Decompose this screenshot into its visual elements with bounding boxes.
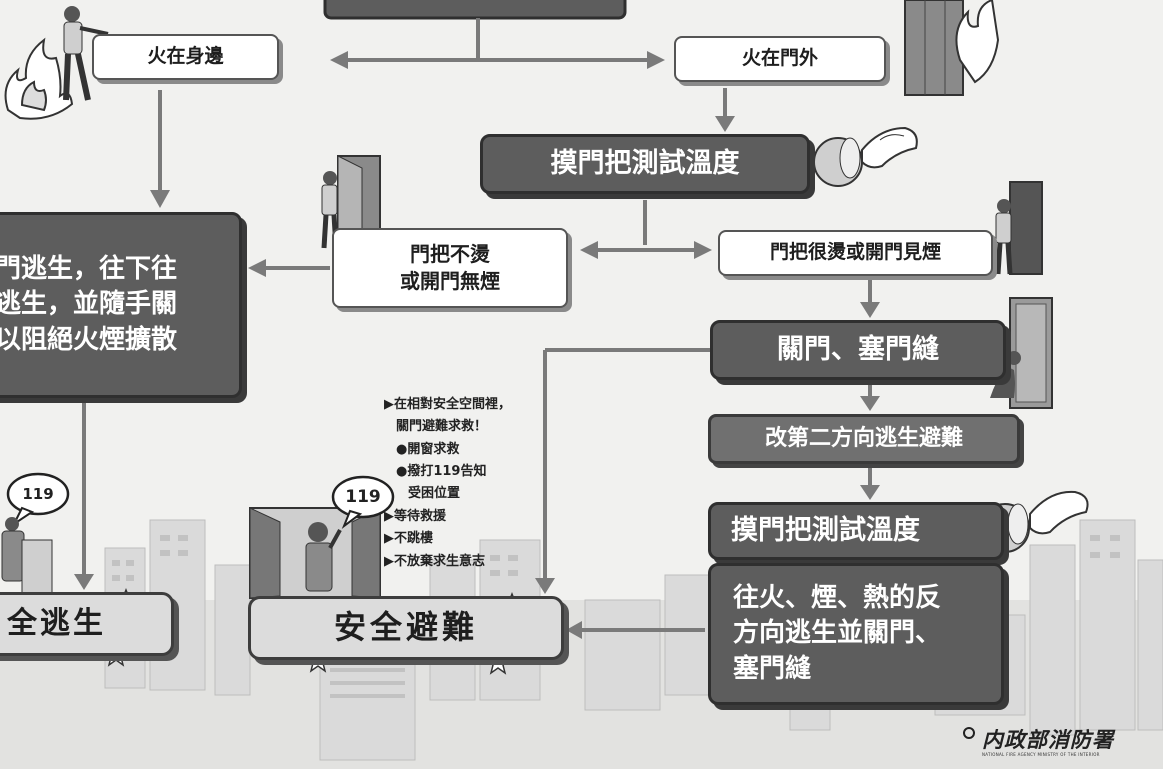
bubble-119-center-text: 119 bbox=[345, 486, 381, 507]
arrow-heads bbox=[74, 51, 880, 639]
node-fire-beside: 火在身邊 bbox=[92, 34, 279, 80]
note-item: ▶不跳樓 bbox=[384, 531, 433, 547]
node-knob-not-hot-line1: 門把不燙 bbox=[410, 242, 490, 266]
agency-logo-name: 内政部消防署 bbox=[982, 727, 1114, 752]
node-knob-hot-text: 門把很燙或開門見煙 bbox=[769, 241, 941, 264]
node-close-door-text: 關門、塞門縫 bbox=[777, 333, 939, 365]
node-fire-outside-door-text: 火在門外 bbox=[741, 47, 818, 70]
node-fire-outside-door: 火在門外 bbox=[674, 36, 886, 82]
node-fire-beside-text: 火在身邊 bbox=[147, 45, 224, 68]
people-icon-left-bottom bbox=[1, 517, 53, 599]
node-safe-refuge-text: 安全避難 bbox=[333, 608, 478, 647]
node-test-door-temp-1: 摸門把測試溫度 bbox=[480, 134, 810, 194]
connectors bbox=[82, 18, 872, 632]
note-item: ▶在相對安全空間裡， bbox=[384, 397, 511, 412]
node-reverse-line2: 方向逃生並關門、 bbox=[733, 618, 942, 649]
node-reverse-direction: 往火、煙、熱的反 方向逃生並關門、 塞門縫 bbox=[708, 563, 1004, 705]
node-reverse-line3: 塞門縫 bbox=[733, 653, 812, 684]
note-item: 受困位置 bbox=[408, 486, 461, 502]
top-partial-box bbox=[323, 0, 627, 20]
person-icon-left bbox=[63, 6, 109, 101]
node-escape-down-line2: 逃生，並隨手關 bbox=[0, 289, 178, 320]
node-safe-escape: 全逃生 bbox=[0, 592, 174, 656]
node-knob-not-hot: 門把不燙 或開門無煙 bbox=[332, 228, 568, 308]
node-test-door-temp-2: 摸門把測試溫度 bbox=[708, 502, 1004, 560]
note-item: ●撥打119告知 bbox=[396, 464, 487, 480]
person-hot-door-icon bbox=[995, 181, 1043, 275]
node-safe-refuge: 安全避難 bbox=[248, 596, 564, 660]
door-fire-icon-top-right bbox=[904, 0, 1000, 96]
node-second-direction: 改第二方向逃生避難 bbox=[708, 414, 1020, 464]
phone-119-bubble-center bbox=[331, 475, 395, 529]
note-item: ●開窗求救 bbox=[396, 441, 460, 457]
agency-logo: 内政部消防署 NATIONAL FIRE AGENCY MINISTRY OF … bbox=[962, 722, 1152, 762]
node-reverse-line1: 往火、煙、熱的反 bbox=[733, 583, 942, 614]
node-test-door-temp-2-text: 摸門把測試溫度 bbox=[731, 514, 920, 546]
node-escape-down-line1: 門逃生，往下往 bbox=[0, 254, 178, 285]
bubble-119-left: 119 bbox=[10, 482, 66, 506]
note-item: 關門避難求救！ bbox=[396, 419, 488, 435]
node-safe-escape-text: 全逃生 bbox=[7, 605, 106, 641]
node-second-direction-text: 改第二方向逃生避難 bbox=[764, 426, 963, 452]
doorknob-hand-icon-1 bbox=[813, 126, 918, 187]
node-knob-hot: 門把很燙或開門見煙 bbox=[718, 230, 993, 276]
node-escape-down: 門逃生，往下往 逃生，並隨手關 以阻絕火煙擴散 bbox=[0, 212, 242, 398]
node-knob-not-hot-line2: 或開門無煙 bbox=[400, 269, 500, 293]
fire-icon-left bbox=[4, 37, 74, 120]
person-open-door-icon bbox=[321, 155, 381, 249]
agency-logo-mark-icon bbox=[963, 727, 975, 739]
bubble-119-left-text: 119 bbox=[22, 484, 54, 503]
refuge-notes: ▶在相對安全空間裡， 關門避難求救！ ●開窗求救 ●撥打119告知 受困位置 ▶… bbox=[384, 394, 554, 573]
note-item: ▶不放棄求生意志 bbox=[384, 553, 485, 569]
window-person-icon bbox=[249, 507, 381, 599]
bubble-119-center: 119 bbox=[335, 485, 391, 509]
person-sealing-door-icon bbox=[990, 297, 1053, 409]
node-escape-down-line3: 以阻絕火煙擴散 bbox=[0, 324, 178, 355]
note-item: ▶等待救援 bbox=[384, 508, 446, 524]
phone-119-bubble-left bbox=[6, 472, 70, 527]
node-close-door: 關門、塞門縫 bbox=[710, 320, 1006, 380]
node-test-door-temp-1-text: 摸門把測試溫度 bbox=[550, 147, 740, 179]
agency-logo-subtitle: NATIONAL FIRE AGENCY MINISTRY OF THE INT… bbox=[982, 752, 1100, 757]
